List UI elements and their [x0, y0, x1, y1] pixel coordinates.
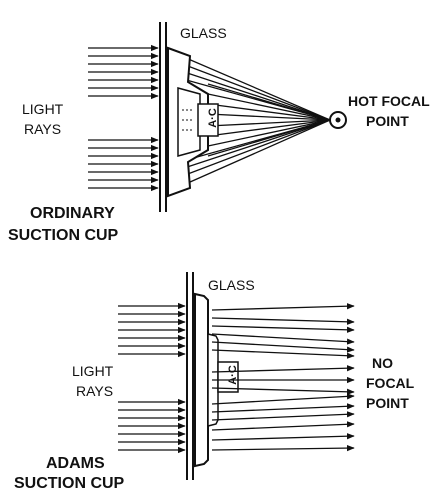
no-focal-label-line2: FOCAL: [366, 375, 415, 391]
bottom-outgoing-ray: [211, 303, 355, 311]
bottom-outgoing-ray: [211, 317, 355, 325]
bottom-outgoing-ray: [211, 411, 355, 421]
top-converging-ray: [171, 119, 331, 181]
bottom-outgoing-rays: [211, 303, 355, 452]
top-converging-rays: [171, 51, 331, 191]
top-converging-ray: [207, 119, 331, 127]
top-light-label-line2: RAYS: [24, 121, 61, 137]
bottom-outgoing-ray: [211, 325, 355, 333]
adams-cup-panel: A·C GLASS LIGHT RAYS NO FOCAL POINT ADAM…: [14, 272, 415, 492]
top-converging-ray: [171, 119, 331, 191]
top-converging-ray: [207, 119, 331, 137]
top-converging-ray: [171, 59, 331, 121]
adams-cup-knob: [217, 361, 239, 393]
bottom-outgoing-ray: [211, 403, 355, 413]
top-title-line2: SUCTION CUP: [8, 227, 119, 244]
top-glass-label: GLASS: [180, 25, 227, 41]
ordinary-cup-lens: [177, 87, 201, 157]
bottom-outgoing-ray: [211, 444, 355, 452]
ordinary-cup-panel: A·C GLASS LIGHT RAYS HOT FOCAL POINT ORD…: [8, 22, 430, 244]
top-converging-ray: [207, 83, 331, 121]
top-converging-ray: [171, 51, 331, 121]
top-converging-ray: [207, 103, 331, 121]
bottom-outgoing-ray: [211, 393, 355, 405]
hot-focal-label-line1: HOT FOCAL: [348, 93, 430, 109]
adams-suction-cup: [194, 292, 209, 468]
bottom-outgoing-ray: [211, 433, 355, 441]
bottom-title-line1: ADAMS: [46, 455, 105, 472]
bottom-outgoing-ray: [211, 333, 355, 345]
bottom-light-label-line1: LIGHT: [72, 363, 114, 379]
ordinary-cup-knob: [197, 103, 219, 137]
top-title-line1: ORDINARY: [30, 205, 115, 222]
bottom-glass-label: GLASS: [208, 277, 255, 293]
hot-focal-point-dot: [335, 117, 341, 123]
bottom-outgoing-ray: [211, 365, 355, 373]
bottom-light-label-line2: RAYS: [76, 383, 113, 399]
bottom-outgoing-ray: [211, 341, 355, 353]
no-focal-label-line3: POINT: [366, 395, 409, 411]
hot-focal-label-line2: POINT: [366, 113, 409, 129]
top-incoming-light-rays: [88, 44, 159, 192]
bottom-title-line2: SUCTION CUP: [14, 475, 125, 492]
top-converging-ray: [171, 67, 331, 121]
no-focal-label-line1: NO: [372, 355, 393, 371]
top-converging-ray: [207, 119, 331, 147]
adams-cup-embossed-mark: A·C: [227, 365, 239, 385]
top-converging-ray: [207, 93, 331, 121]
bottom-incoming-light-rays: [118, 302, 186, 454]
top-converging-ray: [207, 113, 331, 121]
top-light-label-line1: LIGHT: [22, 101, 64, 117]
cup-embossed-mark: A·C: [207, 108, 219, 128]
bottom-outgoing-ray: [211, 387, 355, 395]
bottom-outgoing-ray: [211, 349, 355, 359]
bottom-outgoing-ray: [211, 421, 355, 431]
top-converging-ray: [171, 119, 331, 173]
